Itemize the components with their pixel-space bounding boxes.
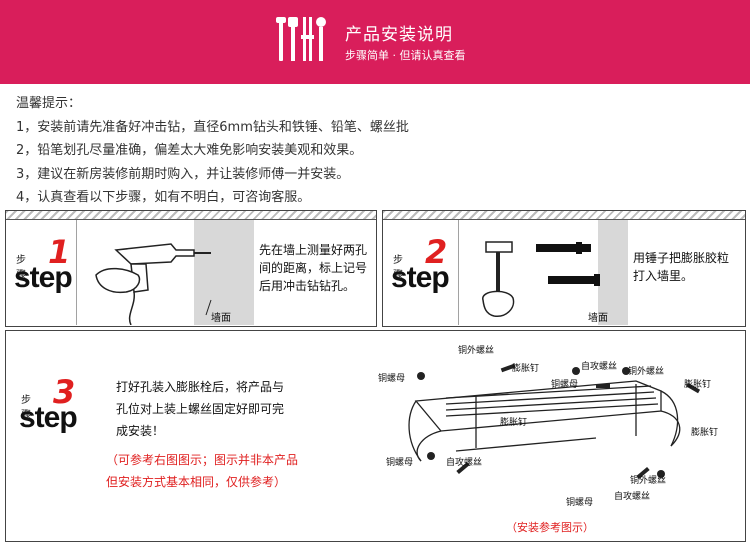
step-number: 1 [48, 233, 71, 271]
wall-label: 墙面 [588, 313, 608, 324]
description-line: 孔位对上装上螺丝固定好即可完 [116, 402, 285, 416]
description-line: 先在墙上测量好两孔 [259, 243, 368, 257]
ceiling-hatch [6, 211, 376, 220]
part-label: 膨胀钉 [500, 418, 528, 428]
tips-section: 温馨提示： 1，安装前请先准备好冲击钻，直径6mm钻头和铁锤、铅笔、螺丝批 2，… [16, 92, 409, 210]
tip-item: 3，建议在新房装修前期时购入，并让装修师傅一并安装。 [16, 166, 350, 182]
header-banner: 产品安装说明 步骤简单 · 但请认真查看 [0, 0, 750, 84]
step-1-description: 先在墙上测量好两孔 间的距离，标上记号 后用冲击钻钻孔。 [259, 241, 367, 295]
description-line: 打好孔装入膨胀栓后，将产品与 [116, 380, 285, 394]
step-word: step [391, 261, 450, 294]
tips-heading: 温馨提示： [16, 96, 82, 111]
step-label: 步骤 [21, 395, 31, 421]
description-line: 成安装！ [116, 424, 165, 438]
part-label: 铜螺母 [566, 498, 594, 508]
step-3-note: （可参考右图图示；图示并非本产品 但安装方式基本相同，仅供参考） [106, 449, 298, 493]
rack-installation-diagram [408, 363, 701, 480]
drill-illustration [76, 220, 254, 325]
tip-item: 4，认真查看以下步骤，如有不明白，可咨询客服。 [16, 190, 311, 205]
step-label: 步骤 [393, 255, 403, 281]
step-3-panel: 步骤 3 step 打好孔装入膨胀栓后，将产品与 孔位对上装上螺丝固定好即可完 … [5, 330, 746, 542]
step-word: step [19, 401, 78, 434]
tools-icon [276, 17, 326, 61]
step-number: 3 [53, 373, 76, 411]
page-subtitle: 步骤简单 · 但请认真查看 [345, 49, 466, 62]
part-label: 自攻螺丝 [614, 492, 651, 502]
step-label: 步骤 [16, 255, 26, 281]
part-label: 铜螺母 [386, 458, 414, 468]
part-label: 自攻螺丝 [446, 458, 483, 468]
part-label: 铜螺母 [378, 374, 406, 384]
part-label: 铜外螺丝 [630, 476, 667, 486]
part-label: 膨胀钉 [512, 364, 540, 374]
description-line: 打入墙里。 [633, 269, 694, 283]
part-label: 铜外螺丝 [458, 346, 495, 356]
description-line: 间的距离，标上记号 [259, 261, 368, 275]
description-line: 后用冲击钻钻孔。 [259, 279, 356, 293]
step-2-panel: 步骤 2 step 墙面 用锤子把膨胀胶粒 打入墙里。 [382, 210, 746, 327]
note-line: 但安装方式基本相同，仅供参考） [106, 475, 287, 489]
description-line: 用锤子把膨胀胶粒 [633, 251, 730, 265]
part-label: 膨胀钉 [684, 380, 712, 390]
ceiling-hatch [383, 211, 745, 220]
reference-caption: （安装参考图示） [506, 521, 594, 534]
hammer-illustration [458, 220, 628, 325]
part-label: 膨胀钉 [691, 428, 719, 438]
part-label: 铜螺母 [551, 380, 579, 390]
note-line: （可参考右图图示；图示并非本产品 [106, 453, 299, 467]
page-title: 产品安装说明 [345, 25, 453, 45]
wall-label: 墙面 [211, 313, 231, 324]
step-word: step [14, 261, 73, 294]
part-label: 铜外螺丝 [628, 367, 665, 377]
tip-item: 2，铅笔划孔尽量准确，偏差太大难免影响安装美观和效果。 [16, 143, 363, 158]
part-label: 自攻螺丝 [581, 362, 618, 372]
step-number: 2 [425, 233, 448, 271]
step-3-description: 打好孔装入膨胀栓后，将产品与 孔位对上装上螺丝固定好即可完 成安装！ [116, 376, 284, 442]
tip-item: 1，安装前请先准备好冲击钻，直径6mm钻头和铁锤、铅笔、螺丝批 [16, 119, 409, 135]
step-2-description: 用锤子把膨胀胶粒 打入墙里。 [633, 249, 729, 285]
step-1-panel: 步骤 1 step 墙面 先在墙上测量好两孔 间的距离，标上记号 后用冲击钻钻孔… [5, 210, 377, 327]
